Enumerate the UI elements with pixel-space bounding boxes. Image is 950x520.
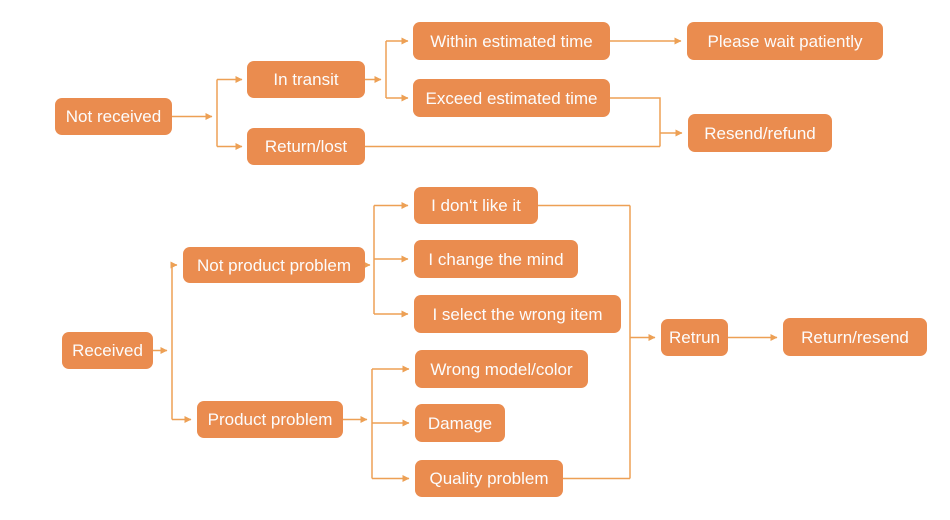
node-within-estimated-time: Within estimated time: [413, 22, 610, 60]
node-damage: Damage: [415, 404, 505, 442]
node-please-wait-patiently: Please wait patiently: [687, 22, 883, 60]
node-i-dont-like-it: I don‘t like it: [414, 187, 538, 224]
node-exceed-estimated-time: Exceed estimated time: [413, 79, 610, 117]
node-received: Received: [62, 332, 153, 369]
node-return-resend: Return/resend: [783, 318, 927, 356]
node-i-select-the-wrong-item: I select the wrong item: [414, 295, 621, 333]
node-i-change-the-mind: I change the mind: [414, 240, 578, 278]
node-retrun: Retrun: [661, 319, 728, 356]
node-quality-problem: Quality problem: [415, 460, 563, 497]
node-not-product-problem: Not product problem: [183, 247, 365, 283]
node-resend-refund: Resend/refund: [688, 114, 832, 152]
node-product-problem: Product problem: [197, 401, 343, 438]
node-return-lost: Return/lost: [247, 128, 365, 165]
node-wrong-model-color: Wrong model/color: [415, 350, 588, 388]
node-in-transit: In transit: [247, 61, 365, 98]
edge-exceed-to-merge: [610, 97, 661, 147]
node-not-received: Not received: [55, 98, 172, 135]
